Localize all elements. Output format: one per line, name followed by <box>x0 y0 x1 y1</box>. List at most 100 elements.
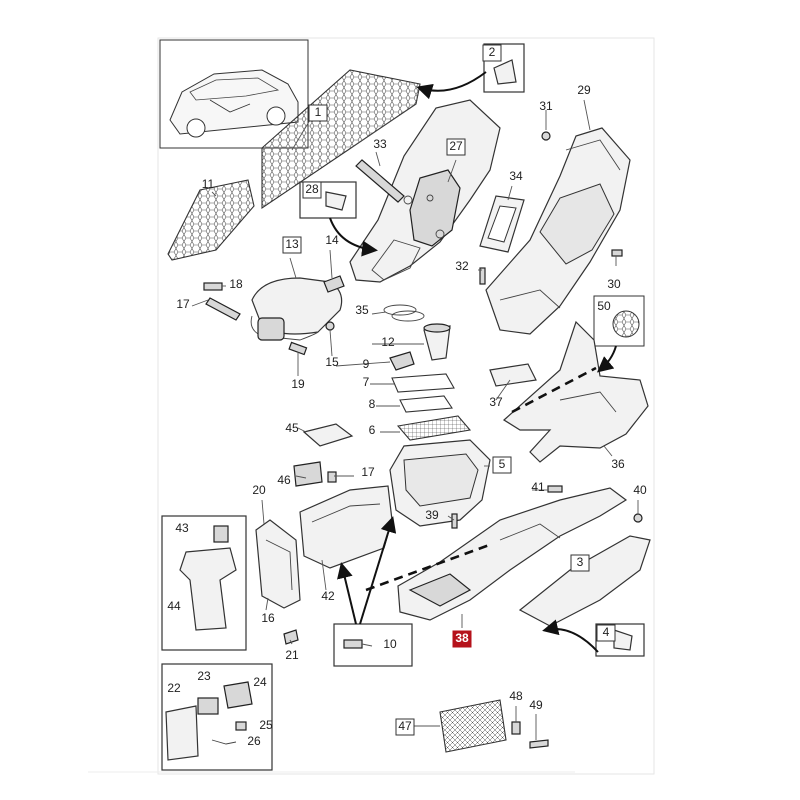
callout-23[interactable]: 23 <box>197 669 211 683</box>
callout-1[interactable]: 1 <box>315 105 322 119</box>
callout-37[interactable]: 37 <box>489 395 503 409</box>
part-45-tray[interactable] <box>302 423 354 447</box>
callout-24[interactable]: 24 <box>253 675 267 689</box>
part-37-strip[interactable] <box>489 363 537 387</box>
callout-50[interactable]: 50 <box>597 299 611 313</box>
callout-13[interactable]: 13 <box>285 237 299 251</box>
callout-2[interactable]: 2 <box>489 45 496 59</box>
part-29-console-body[interactable] <box>485 127 631 335</box>
callout-43[interactable]: 43 <box>175 521 189 535</box>
part-46-bracket[interactable] <box>293 461 323 487</box>
callout-3[interactable]: 3 <box>577 555 584 569</box>
callout-box-3 <box>570 554 590 572</box>
part-9-latch[interactable] <box>389 351 415 371</box>
part-35-seal-ring[interactable] <box>383 304 425 322</box>
part-7-frame[interactable] <box>391 373 455 393</box>
callout-5[interactable]: 5 <box>499 457 506 471</box>
callout-20[interactable]: 20 <box>252 483 266 497</box>
callout-10[interactable]: 10 <box>383 637 397 651</box>
callout-16[interactable]: 16 <box>261 611 275 625</box>
callout-15[interactable]: 15 <box>325 355 339 369</box>
part-33-strip[interactable] <box>355 159 405 203</box>
callout-19[interactable]: 19 <box>291 377 305 391</box>
part-38-console-frame[interactable] <box>397 487 628 621</box>
callout-48[interactable]: 48 <box>509 689 523 703</box>
part-14-hinge[interactable] <box>323 275 345 293</box>
part-41-screw[interactable] <box>547 485 563 493</box>
part-40-clip[interactable] <box>633 513 643 523</box>
callout-35[interactable]: 35 <box>355 303 369 317</box>
part-47-net[interactable] <box>439 699 507 753</box>
callout-17[interactable]: 17 <box>361 465 375 479</box>
callout-29[interactable]: 29 <box>577 83 591 97</box>
callout-18[interactable]: 18 <box>229 277 243 291</box>
part-12-cup-holder[interactable] <box>423 323 451 361</box>
part-8-gasket[interactable] <box>399 395 453 413</box>
part-17-clip[interactable] <box>327 471 337 483</box>
callout-45[interactable]: 45 <box>285 421 299 435</box>
callout-6[interactable]: 6 <box>369 423 376 437</box>
callout-42[interactable]: 42 <box>321 589 335 603</box>
part-15-clip[interactable] <box>325 321 335 331</box>
part-50-badge[interactable] <box>593 295 645 347</box>
callout-31[interactable]: 31 <box>539 99 553 113</box>
arrow-4 <box>542 619 599 653</box>
callout-47[interactable]: 47 <box>398 719 412 733</box>
callout-26[interactable]: 26 <box>247 734 261 748</box>
callout-30[interactable]: 30 <box>607 277 621 291</box>
callout-7[interactable]: 7 <box>363 375 370 389</box>
callout-46[interactable]: 46 <box>277 473 291 487</box>
callout-14[interactable]: 14 <box>325 233 339 247</box>
callout-41[interactable]: 41 <box>531 480 545 494</box>
callout-28[interactable]: 28 <box>305 182 319 196</box>
callout-32[interactable]: 32 <box>455 259 469 273</box>
callout-36[interactable]: 36 <box>611 457 625 471</box>
callout-49[interactable]: 49 <box>529 698 543 712</box>
callout-box-5 <box>492 456 512 474</box>
part-34-bracket[interactable] <box>479 195 525 253</box>
callout-box-38 <box>452 630 472 648</box>
callout-21[interactable]: 21 <box>285 648 299 662</box>
callout-39[interactable]: 39 <box>425 508 439 522</box>
callout-27[interactable]: 27 <box>449 139 463 153</box>
part-30-screw[interactable] <box>611 249 623 257</box>
part-16-bracket[interactable] <box>255 519 301 609</box>
callout-38[interactable]: 38 <box>455 631 469 645</box>
part-32-screw[interactable] <box>479 267 486 285</box>
part-31-clip[interactable] <box>541 131 551 141</box>
part-49-screw[interactable] <box>529 739 549 749</box>
callout-40[interactable]: 40 <box>633 483 647 497</box>
part-19-pin[interactable] <box>288 341 308 356</box>
callout-25[interactable]: 25 <box>259 718 273 732</box>
callout-box-28 <box>302 181 322 199</box>
part-6-mat[interactable] <box>396 415 472 441</box>
callout-22[interactable]: 22 <box>167 681 181 695</box>
part-11-mat[interactable] <box>167 179 255 261</box>
arrow-10b <box>359 516 397 625</box>
callout-12[interactable]: 12 <box>381 335 395 349</box>
part-39-screw[interactable] <box>451 513 458 529</box>
part-42-side-panel[interactable] <box>299 485 393 569</box>
part-21-screw[interactable] <box>283 629 299 645</box>
assembly-dash-lower <box>365 542 493 592</box>
callout-17[interactable]: 17 <box>176 297 190 311</box>
part-5-storage-box[interactable] <box>389 439 491 527</box>
callout-34[interactable]: 34 <box>509 169 523 183</box>
callout-33[interactable]: 33 <box>373 137 387 151</box>
callout-8[interactable]: 8 <box>369 397 376 411</box>
callout-4[interactable]: 4 <box>603 625 610 639</box>
part-48-hook[interactable] <box>511 721 521 735</box>
inset-box-28 <box>299 181 357 219</box>
part-18-pin[interactable] <box>203 282 223 291</box>
callout-11[interactable]: 11 <box>202 177 215 191</box>
part-17-rod[interactable] <box>205 297 241 321</box>
part-36-rear-panel[interactable] <box>503 320 649 463</box>
callout-9[interactable]: 9 <box>363 357 370 371</box>
callout-box-2 <box>482 44 502 62</box>
part-13-armrest[interactable] <box>250 277 343 341</box>
inset-box-10 <box>333 623 413 667</box>
callout-44[interactable]: 44 <box>167 599 181 613</box>
